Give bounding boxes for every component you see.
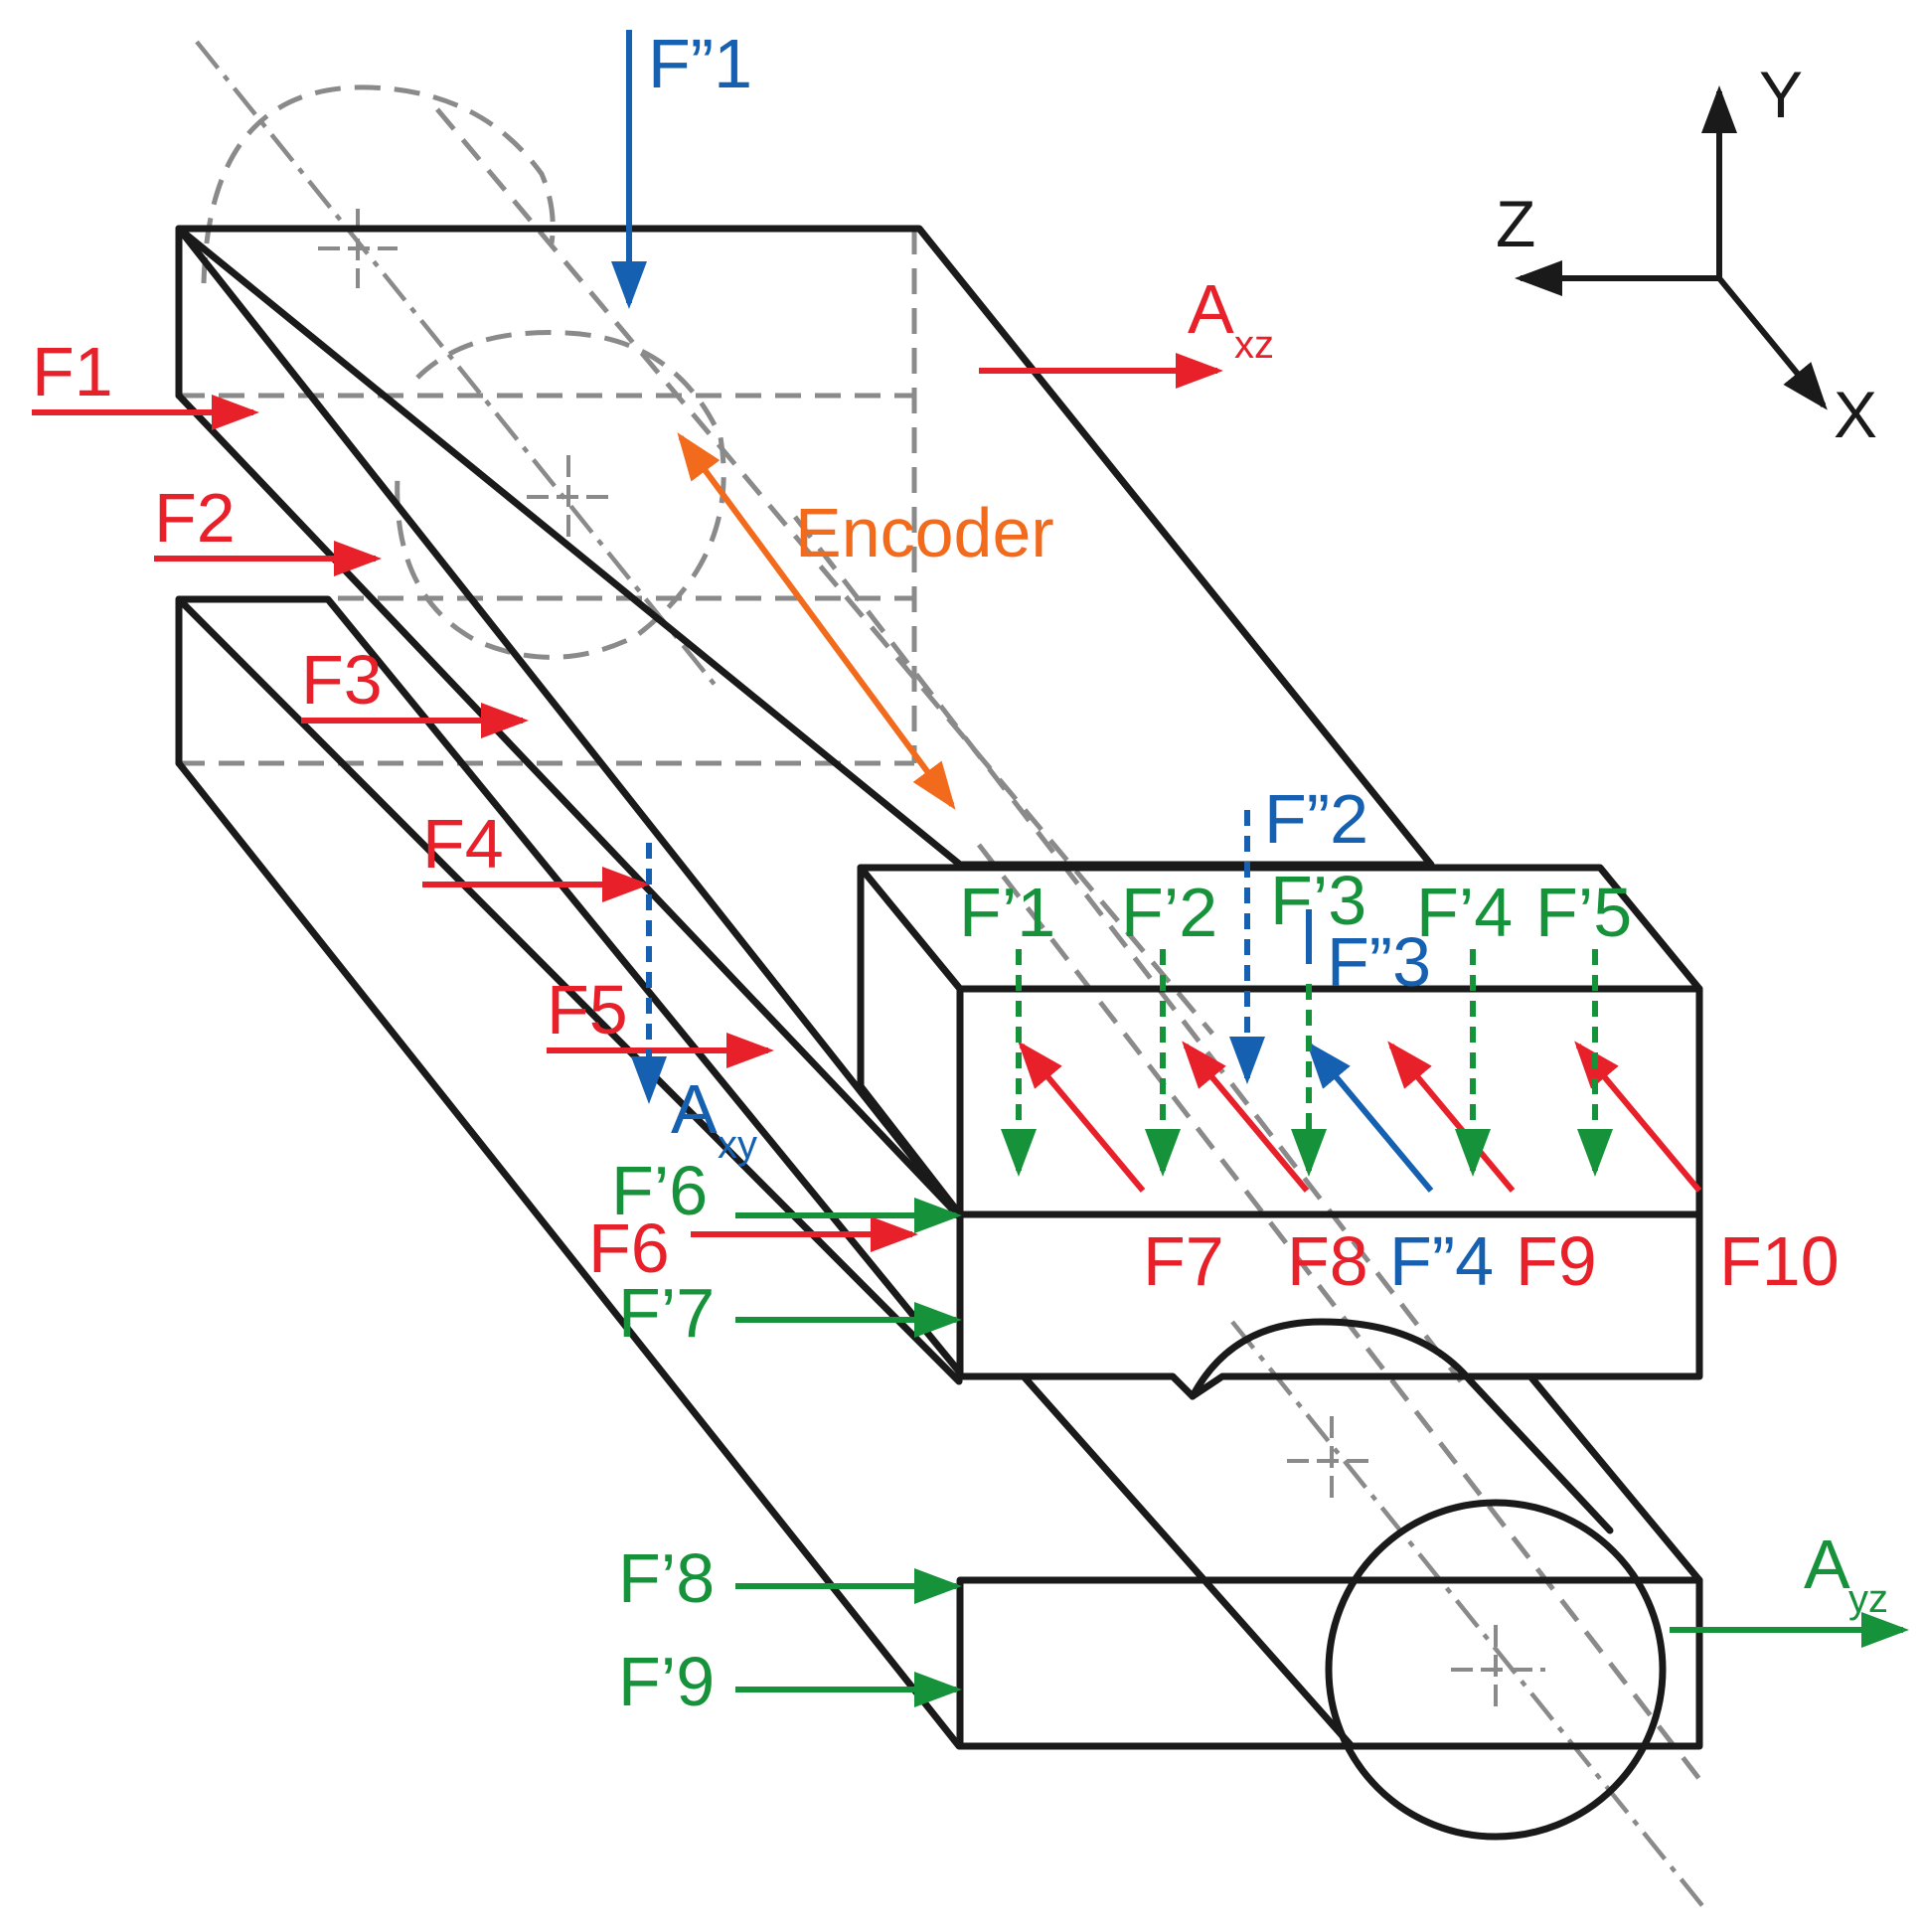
force-fp7-label: F’7 (618, 1274, 715, 1352)
force-f3-label: F3 (301, 641, 383, 719)
force-f8-label: F8 (1287, 1222, 1368, 1300)
force-fp8-label: F’8 (618, 1539, 715, 1617)
force-f7-label: F7 (1143, 1222, 1224, 1300)
force-f7-arrow (1018, 1041, 1146, 1193)
force-f2-label: F2 (154, 479, 236, 557)
force-f10-label: F10 (1719, 1222, 1840, 1300)
coordinate-triad: Y Z X (1496, 58, 1877, 451)
force-f5-label: F5 (547, 971, 628, 1048)
a-xy-label: A (671, 1070, 718, 1148)
a-yz-subscript: yz (1848, 1577, 1888, 1621)
a-xz-subscript: xz (1234, 323, 1274, 367)
force-f9-label: F9 (1516, 1222, 1597, 1300)
a-xy-subscript: xy (718, 1123, 757, 1167)
force-f6-label: F6 (588, 1209, 670, 1287)
y-axis-label: Y (1759, 58, 1803, 131)
encoder-label: Encoder (795, 494, 1054, 571)
force-f8-arrow (1182, 1041, 1310, 1193)
force-fp1-label: F’1 (959, 874, 1055, 951)
force-f1-label: F1 (32, 333, 113, 410)
force-fpp3-label: F”3 (1327, 923, 1431, 1001)
a-xz-label: A (1188, 270, 1234, 348)
z-axis-label: Z (1496, 187, 1535, 260)
force-f4-label: F4 (422, 805, 504, 883)
x-axis-label: X (1834, 378, 1877, 451)
blue-forces: F”1 F”2 F”3 F”4 A xy (611, 25, 1494, 1300)
x-axis-arrow (1716, 276, 1828, 410)
force-fp5-label: F’5 (1535, 874, 1632, 951)
green-forces: F’1 F’2 F’3 F’4 F’5 F’6 F’7 F’8 F’9 A yz (611, 862, 1909, 1720)
force-fp4-label: F’4 (1416, 874, 1513, 951)
a-yz-label: A (1804, 1526, 1850, 1603)
force-fp9-label: F’9 (618, 1643, 715, 1720)
force-fpp2-label: F”2 (1264, 780, 1368, 858)
force-fp6-label: F’6 (611, 1152, 708, 1229)
red-forces: F1 F2 F3 F4 F5 F6 F7 F8 F9 F10 A xz (32, 270, 1840, 1300)
force-f9-arrow (1387, 1041, 1516, 1193)
force-f10-arrow (1574, 1041, 1702, 1193)
force-fp3-label: F’3 (1270, 862, 1366, 939)
force-fpp4-arrow (1306, 1041, 1434, 1193)
encoder-annotation: Encoder (677, 432, 1054, 810)
force-fpp4-label: F”4 (1389, 1222, 1494, 1300)
force-fpp1-label: F”1 (648, 25, 752, 102)
force-fp2-label: F’2 (1121, 874, 1217, 951)
encoder-double-arrow (677, 432, 956, 810)
